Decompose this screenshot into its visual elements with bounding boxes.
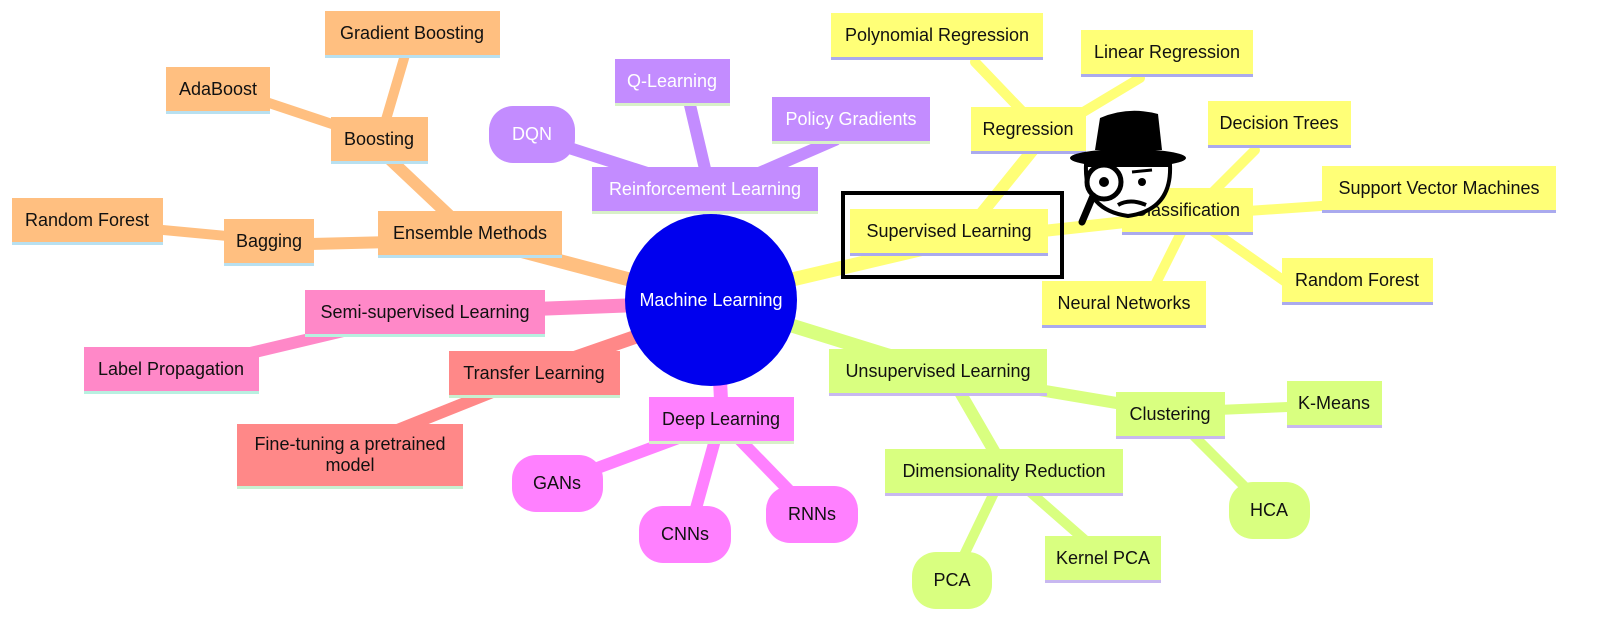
- node-label: Deep Learning: [662, 409, 780, 429]
- node-boosting[interactable]: Boosting: [331, 117, 428, 164]
- node-label: Policy Gradients: [785, 109, 916, 129]
- node-label-line-1: Fine-tuning a pretrained: [254, 434, 445, 454]
- node-pca[interactable]: PCA: [912, 552, 992, 609]
- node-semi-supervised-learning[interactable]: Semi-supervised Learning: [305, 290, 545, 337]
- node-random-forest-classification[interactable]: Random Forest: [1282, 258, 1433, 305]
- node-label: Transfer Learning: [463, 363, 604, 383]
- node-gans[interactable]: GANs: [512, 455, 603, 512]
- node-supervised-learning[interactable]: Supervised Learning: [850, 209, 1048, 256]
- node-neural-networks[interactable]: Neural Networks: [1042, 281, 1206, 328]
- node-label: Random Forest: [25, 210, 149, 230]
- root-node[interactable]: Machine Learning: [625, 214, 797, 386]
- node-label: RNNs: [788, 504, 836, 524]
- node-label: Gradient Boosting: [340, 23, 484, 43]
- node-label: Dimensionality Reduction: [902, 461, 1105, 481]
- root-label: Machine Learning: [639, 290, 782, 310]
- node-reinforcement-learning[interactable]: Reinforcement Learning: [592, 167, 818, 214]
- node-gradient-boosting[interactable]: Gradient Boosting: [325, 11, 500, 58]
- detective-icon[interactable]: [1070, 110, 1186, 226]
- node-label: CNNs: [661, 524, 709, 544]
- node-label: Clustering: [1129, 404, 1210, 424]
- node-fine-tuning[interactable]: Fine-tuning a pretrained model: [237, 424, 463, 489]
- node-label: Q-Learning: [627, 71, 717, 91]
- node-label: Label Propagation: [98, 359, 244, 379]
- node-label: Unsupervised Learning: [845, 361, 1030, 381]
- node-dqn[interactable]: DQN: [489, 106, 575, 163]
- node-random-forest-bagging[interactable]: Random Forest: [12, 198, 163, 245]
- node-support-vector-machines[interactable]: Support Vector Machines: [1322, 166, 1556, 213]
- node-hca[interactable]: HCA: [1229, 482, 1310, 539]
- node-label: Support Vector Machines: [1338, 178, 1539, 198]
- node-label-line-2: model: [325, 455, 374, 475]
- node-label: Neural Networks: [1057, 293, 1190, 313]
- node-linear-regression[interactable]: Linear Regression: [1081, 30, 1253, 77]
- node-decision-trees[interactable]: Decision Trees: [1208, 101, 1351, 148]
- node-transfer-learning[interactable]: Transfer Learning: [449, 351, 620, 398]
- node-bagging[interactable]: Bagging: [224, 219, 314, 266]
- node-label: Supervised Learning: [866, 221, 1031, 241]
- node-label: Linear Regression: [1094, 42, 1240, 62]
- node-label-propagation[interactable]: Label Propagation: [84, 347, 259, 394]
- node-adaboost[interactable]: AdaBoost: [166, 67, 270, 114]
- node-q-learning[interactable]: Q-Learning: [615, 59, 730, 106]
- node-label: PCA: [933, 570, 970, 590]
- node-label: Reinforcement Learning: [609, 179, 801, 199]
- node-policy-gradients[interactable]: Policy Gradients: [772, 97, 930, 144]
- node-label: Regression: [982, 119, 1073, 139]
- node-label: HCA: [1250, 500, 1288, 520]
- node-label: K-Means: [1298, 393, 1370, 413]
- node-rnns[interactable]: RNNs: [766, 486, 858, 543]
- node-dimensionality-reduction[interactable]: Dimensionality Reduction: [885, 449, 1123, 496]
- node-polynomial-regression[interactable]: Polynomial Regression: [831, 13, 1043, 60]
- node-label: DQN: [512, 124, 552, 144]
- node-unsupervised-learning[interactable]: Unsupervised Learning: [829, 349, 1047, 396]
- node-label: Bagging: [236, 231, 302, 251]
- node-deep-learning[interactable]: Deep Learning: [649, 397, 794, 444]
- node-label: Classification: [1134, 200, 1240, 220]
- node-label: Polynomial Regression: [845, 25, 1029, 45]
- node-k-means[interactable]: K-Means: [1287, 381, 1382, 428]
- node-regression[interactable]: Regression: [971, 107, 1086, 154]
- node-label: Kernel PCA: [1056, 548, 1150, 568]
- highlight-box: [841, 191, 1064, 279]
- node-label: GANs: [533, 473, 581, 493]
- node-clustering[interactable]: Clustering: [1116, 392, 1225, 439]
- node-label: Boosting: [344, 129, 414, 149]
- node-ensemble-methods[interactable]: Ensemble Methods: [378, 211, 562, 258]
- node-label: Ensemble Methods: [393, 223, 547, 243]
- node-label: Decision Trees: [1219, 113, 1338, 133]
- node-cnns[interactable]: CNNs: [639, 506, 731, 563]
- node-label: AdaBoost: [179, 79, 257, 99]
- node-label: Random Forest: [1295, 270, 1419, 290]
- node-kernel-pca[interactable]: Kernel PCA: [1045, 536, 1161, 583]
- node-label: Semi-supervised Learning: [320, 302, 529, 322]
